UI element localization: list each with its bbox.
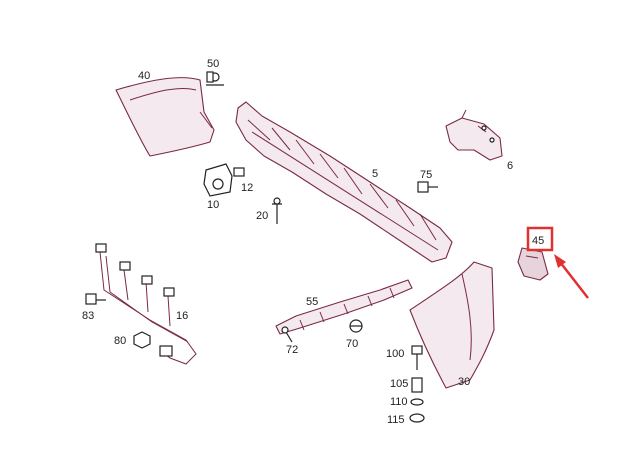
label-40: 40 xyxy=(138,70,150,82)
pointer-arrow xyxy=(559,261,589,299)
part-80-nut[interactable] xyxy=(133,331,151,349)
part-6-bracket[interactable] xyxy=(445,109,503,161)
part-72-screw[interactable] xyxy=(281,326,293,343)
part-40-corner-trim[interactable] xyxy=(115,77,215,157)
label-10: 10 xyxy=(207,199,219,211)
label-20: 20 xyxy=(256,210,268,222)
part-10-sensor-holder[interactable] xyxy=(203,163,233,197)
part-20-pin[interactable] xyxy=(272,197,282,224)
label-45: 45 xyxy=(532,235,544,247)
label-55: 55 xyxy=(306,296,318,308)
part-105-spacer[interactable] xyxy=(411,377,423,393)
label-50: 50 xyxy=(207,58,219,70)
label-6: 6 xyxy=(507,160,513,172)
part-70-clip[interactable] xyxy=(349,319,363,333)
highlight-box xyxy=(526,226,554,252)
part-100-bolt[interactable] xyxy=(411,345,423,370)
part-55-mounting-rail[interactable] xyxy=(275,279,413,335)
part-30-corner-trim[interactable] xyxy=(409,261,495,389)
part-83-connector[interactable] xyxy=(85,293,106,305)
label-16: 16 xyxy=(176,310,188,322)
label-105: 105 xyxy=(390,378,408,390)
label-100: 100 xyxy=(386,348,404,360)
label-80: 80 xyxy=(114,335,126,347)
highlight-marker xyxy=(526,226,589,299)
label-115: 115 xyxy=(387,414,405,426)
part-110-washer[interactable] xyxy=(410,398,424,406)
label-30: 30 xyxy=(458,376,470,388)
part-45-cover[interactable] xyxy=(517,247,549,281)
part-115-nut[interactable] xyxy=(409,413,425,423)
label-70: 70 xyxy=(346,338,358,350)
label-83: 83 xyxy=(82,310,94,322)
wiring-harness[interactable] xyxy=(95,243,197,365)
part-50-plug[interactable] xyxy=(206,71,224,86)
part-labels: 40 50 5 6 75 12 10 20 45 83 16 55 72 70 … xyxy=(82,58,544,426)
label-5: 5 xyxy=(372,168,378,180)
label-72: 72 xyxy=(286,344,298,356)
label-75: 75 xyxy=(420,169,432,181)
part-12-clip[interactable] xyxy=(233,167,245,177)
part-75-screw[interactable] xyxy=(417,181,438,193)
label-12: 12 xyxy=(241,182,253,194)
arrow-head-icon xyxy=(554,254,566,268)
part-5-bumper-bracket[interactable] xyxy=(235,101,453,263)
label-110: 110 xyxy=(390,396,408,408)
